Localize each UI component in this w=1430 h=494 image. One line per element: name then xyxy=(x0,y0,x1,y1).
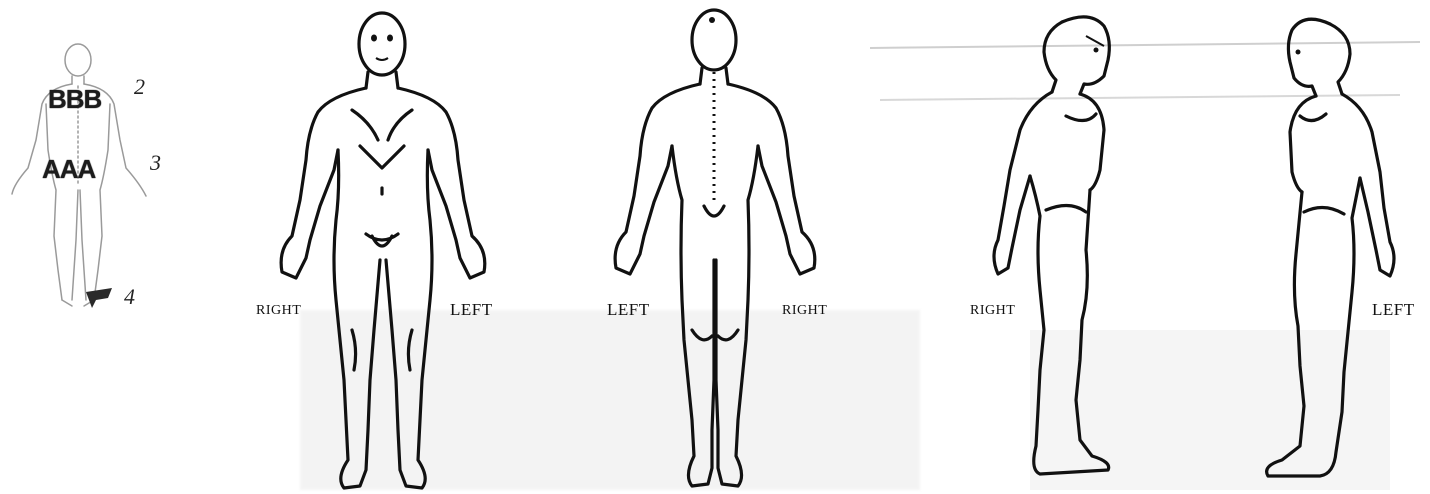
scan-streak xyxy=(870,42,1420,48)
scan-streak xyxy=(880,95,1400,100)
side-right-label: RIGHT xyxy=(970,303,1015,319)
marker-code-lower-back: AAA xyxy=(42,154,95,185)
front-left-label: LEFT xyxy=(450,300,493,320)
front-right-label: RIGHT xyxy=(256,303,301,319)
marker-code-shoulders: BBB xyxy=(48,84,101,115)
left-side-face xyxy=(1296,50,1301,55)
scan-shade-right xyxy=(1030,330,1390,490)
back-head-dot xyxy=(709,17,715,23)
back-right-label: RIGHT xyxy=(782,303,827,319)
marker-number-4: 4 xyxy=(124,284,135,310)
example-marker-foot xyxy=(86,288,112,308)
marker-number-2: 2 xyxy=(134,74,145,100)
marker-number-3: 3 xyxy=(150,150,161,176)
side-left-label: LEFT xyxy=(1372,300,1415,320)
right-side-face xyxy=(1086,36,1104,53)
back-left-label: LEFT xyxy=(607,300,650,320)
front-face xyxy=(371,35,393,61)
